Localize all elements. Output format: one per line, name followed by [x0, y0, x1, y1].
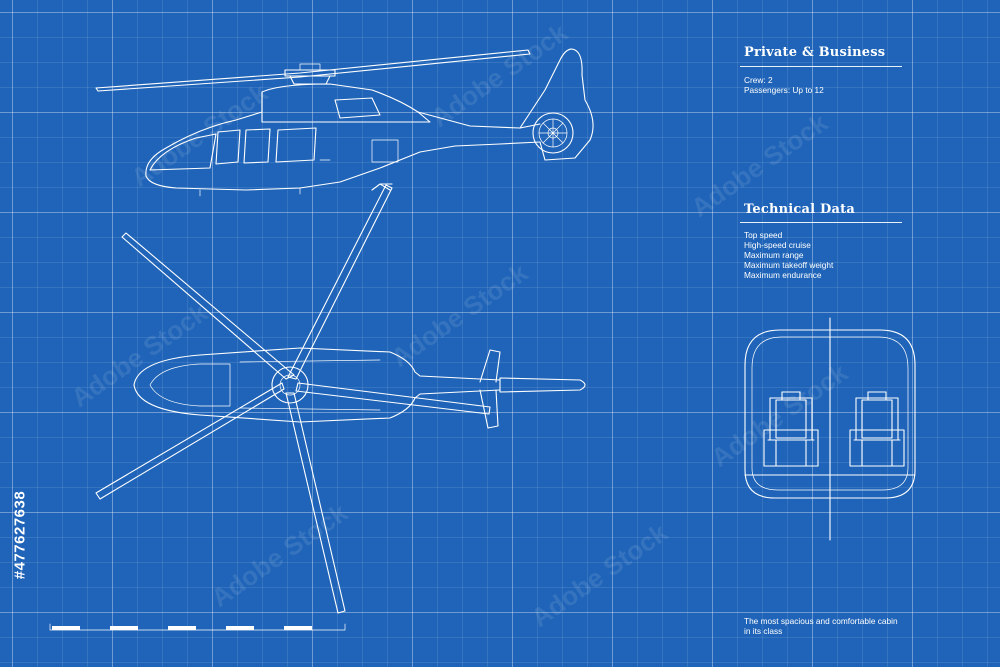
rotor-blade [287, 184, 393, 380]
cabin-outer-shell [744, 329, 916, 499]
spec-line: High-speed cruise [744, 240, 811, 250]
footer-line: The most spacious and comfortable cabin [744, 616, 898, 626]
cockpit-window [149, 133, 217, 171]
rotor-blade [121, 232, 295, 380]
engine-cowling [261, 83, 431, 123]
crew-line: Crew: 2 [744, 75, 773, 85]
cockpit-canopy [149, 363, 231, 407]
section-title-private: Private & Business [744, 45, 886, 60]
spec-line: Maximum takeoff weight [744, 260, 834, 270]
rotor-hub-top [271, 366, 309, 404]
spec-line: Top speed [744, 230, 783, 240]
footer-line: in its class [744, 626, 783, 636]
rotor-blade [285, 392, 346, 614]
fenestron-ring [532, 112, 574, 154]
tail-fin [519, 48, 594, 161]
fuselage-top-outline [133, 347, 501, 423]
spec-line: Maximum endurance [744, 270, 822, 280]
cabin-window [243, 128, 271, 164]
spec-line: Maximum range [744, 250, 804, 260]
seat-right [849, 391, 905, 467]
scale-bar [49, 623, 346, 631]
tail-boom [499, 377, 586, 393]
cabin-window [334, 97, 381, 119]
technical-data-list: Top speed High-speed cruise Maximum rang… [744, 230, 833, 280]
section-title-technical: Technical Data [744, 202, 855, 217]
stock-id-text: #477627638 [11, 490, 29, 580]
title-underline [740, 222, 902, 223]
rotor-blade [95, 382, 285, 500]
cabin-footer-note: The most spacious and comfortable cabin … [744, 616, 898, 636]
title-underline [740, 66, 902, 67]
crew-info: Crew: 2 Passengers: Up to 12 [744, 75, 824, 95]
cargo-door [371, 139, 399, 163]
helicopter-side-view [95, 48, 594, 197]
cabin-window [215, 129, 241, 165]
horizontal-stabilizer [479, 349, 501, 429]
main-rotor-blade [95, 49, 531, 92]
helicopter-top-view [95, 184, 586, 614]
centerline [744, 317, 916, 541]
stock-id-label: #477627638 [8, 430, 32, 640]
fuselage-outline [145, 91, 541, 191]
seat-left [763, 391, 819, 467]
passengers-line: Passengers: Up to 12 [744, 85, 824, 95]
cabin-window [275, 127, 317, 163]
rotor-blade [295, 382, 491, 415]
cabin-cross-section [744, 317, 916, 541]
